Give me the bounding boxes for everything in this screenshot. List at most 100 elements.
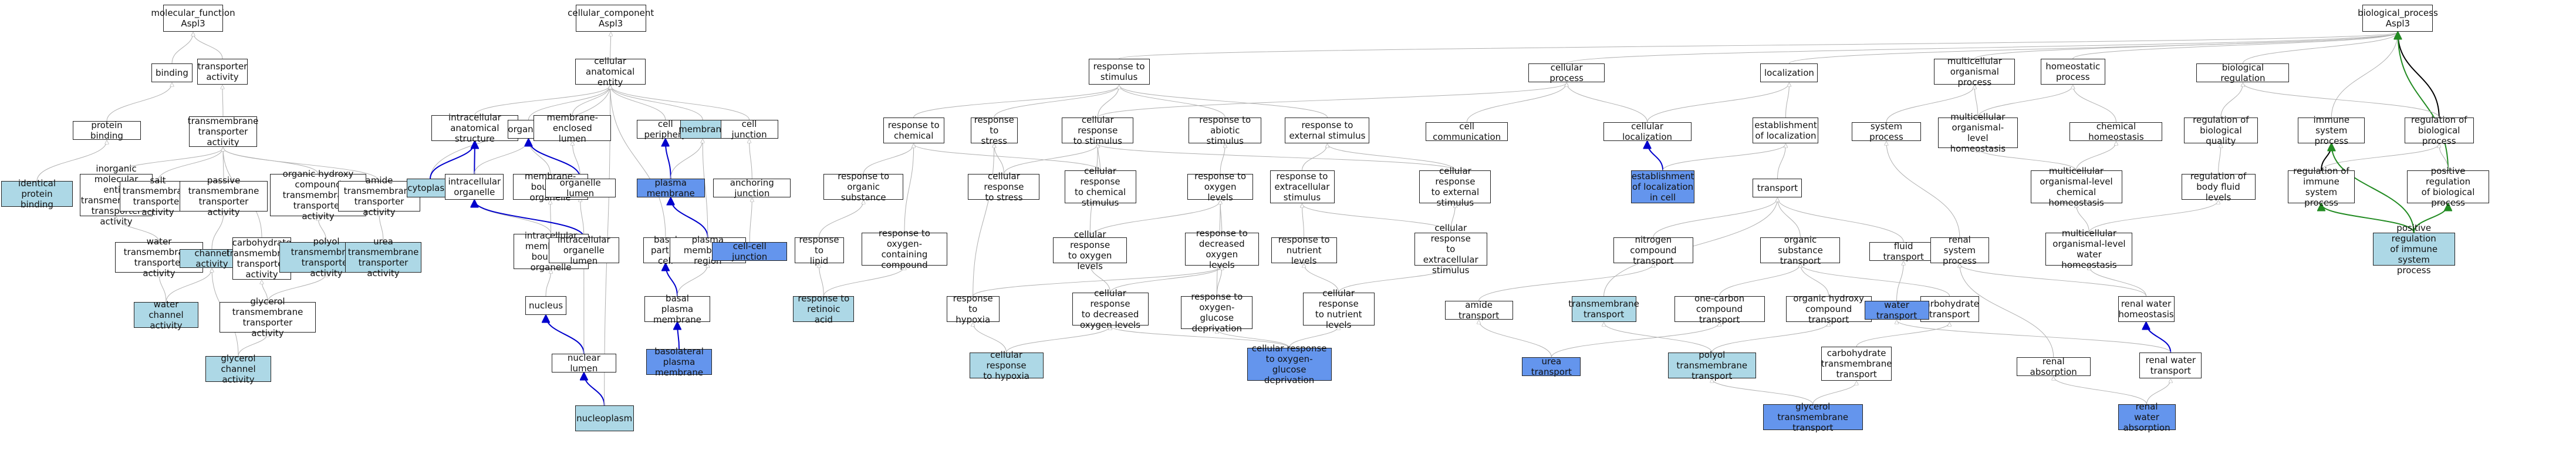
node-cell-anat[interactable]: cellular anatomical entity bbox=[575, 56, 646, 88]
node-chemical-homeostasis[interactable]: chemical homeostasis bbox=[2069, 121, 2163, 142]
node-positive-regulation-bp[interactable]: positive regulation of biological proces… bbox=[2407, 166, 2490, 208]
node-basal-pm[interactable]: basal plasma membrane bbox=[644, 293, 710, 325]
node-multicellular-process[interactable]: multicellular organismal process bbox=[1934, 56, 2015, 88]
node-multicellular-chem-homeostasis[interactable]: multicellular organismal-level chemical … bbox=[2030, 166, 2122, 208]
node-organic-substance-transport[interactable]: organic substance transport bbox=[1760, 234, 1841, 266]
node-response-stimulus[interactable]: response to stimulus bbox=[1088, 59, 1150, 85]
node-response-hypoxia[interactable]: response to hypoxia bbox=[946, 293, 1000, 325]
node-cellular-localization[interactable]: cellular localization bbox=[1603, 121, 1692, 142]
node-renal-absorption[interactable]: renal absorption bbox=[2016, 356, 2091, 377]
node-cellular-response-hypoxia[interactable]: cellular response to hypoxia bbox=[969, 350, 1044, 381]
node-cellular-response-oxygen-glucose[interactable]: cellular response to oxygen-glucose depr… bbox=[1247, 343, 1332, 385]
node-response-stress[interactable]: response to stress bbox=[970, 115, 1018, 146]
node-tm-transporter[interactable]: transmembrane transporter activity bbox=[187, 116, 259, 147]
node-response-organic[interactable]: response to organic substance bbox=[823, 171, 904, 203]
node-basolateral-pm[interactable]: basolateral plasma membrane bbox=[646, 346, 713, 378]
edge-response-retinoic-to-response-oxygen-compound bbox=[823, 266, 904, 297]
node-intracellular-organelle[interactable]: intracellular organelle bbox=[445, 174, 504, 200]
node-multicellular-homeostasis[interactable]: multicellular organismal-level homeostas… bbox=[1937, 112, 2018, 154]
node-urea-tm-activity[interactable]: urea transmembrane transporter activity bbox=[345, 236, 421, 278]
node-response-oxygen-levels[interactable]: response to oxygen levels bbox=[1187, 171, 1254, 203]
node-carbohydrate-transport[interactable]: carbohydrate transport bbox=[1920, 296, 1979, 322]
node-plasma-membrane[interactable]: plasma membrane bbox=[636, 177, 705, 199]
node-intra-organelle-lumen[interactable]: intracellular organelle lumen bbox=[548, 234, 619, 266]
node-organic-hydroxy-transport[interactable]: organic hydroxy compound transport bbox=[1785, 293, 1872, 325]
node-response-oxygen-compound[interactable]: response to oxygen-containing compound bbox=[862, 228, 947, 270]
node-cellular-response-decreased-oxygen[interactable]: cellular response to decreased oxygen le… bbox=[1072, 288, 1149, 330]
node-response-oxygen-glucose[interactable]: response to oxygen-glucose deprivation bbox=[1181, 291, 1253, 334]
node-transmembrane-transport[interactable]: transmembrane transport bbox=[1568, 296, 1639, 322]
edge-cellular-response-external-to-cellular-response-stimulus bbox=[1098, 144, 1456, 171]
node-system-process[interactable]: system process bbox=[1851, 121, 1921, 142]
node-bp-root[interactable]: biological_process Aspl3 bbox=[2358, 5, 2438, 32]
node-passive-tm[interactable]: passive transmembrane transporter activi… bbox=[180, 175, 268, 217]
node-cell-junction[interactable]: cell junction bbox=[720, 119, 778, 140]
node-identical-protein[interactable]: identical protein binding bbox=[1, 178, 73, 210]
node-membrane[interactable]: membrane bbox=[678, 120, 727, 139]
node-establishment-localization[interactable]: establishment of localization bbox=[1753, 118, 1819, 143]
node-renal-water-absorption[interactable]: renal water absorption bbox=[2118, 401, 2176, 433]
node-water-channel[interactable]: water channel activity bbox=[134, 299, 198, 331]
node-localization[interactable]: localization bbox=[1760, 63, 1818, 82]
node-renal-water-transport[interactable]: renal water transport bbox=[2139, 353, 2202, 378]
node-cellular-response-chemical[interactable]: cellular response to chemical stimulus bbox=[1064, 166, 1136, 208]
node-cc-root[interactable]: cellular_component Aspl3 bbox=[568, 5, 654, 32]
node-biological-regulation[interactable]: biological regulation bbox=[2196, 62, 2290, 83]
node-glycerol-channel[interactable]: glycerol channel activity bbox=[205, 353, 271, 385]
node-cell-communication[interactable]: cell communication bbox=[1426, 121, 1508, 142]
node-intracellular-anat[interactable]: intracellular anatomical structure bbox=[431, 112, 518, 144]
node-one-carbon-transport[interactable]: one-carbon compound transport bbox=[1674, 293, 1765, 325]
node-urea-transport[interactable]: urea transport bbox=[1522, 356, 1581, 377]
node-cellular-response-nutrient[interactable]: cellular response to nutrient levels bbox=[1302, 288, 1375, 330]
node-cellular-response-extracellular[interactable]: cellular response to extracellular stimu… bbox=[1414, 223, 1487, 276]
node-organelle-lumen[interactable]: organelle lumen bbox=[545, 177, 616, 199]
node-response-chemical[interactable]: response to chemical bbox=[883, 118, 944, 143]
node-regulation-body-fluid[interactable]: regulation of body fluid levels bbox=[2181, 171, 2256, 203]
node-transport[interactable]: transport bbox=[1753, 179, 1802, 197]
node-cell-cell-junction[interactable]: cell-cell junction bbox=[712, 241, 788, 262]
node-amide-transport[interactable]: amide transport bbox=[1444, 300, 1513, 321]
node-cell-periphery[interactable]: cell periphery bbox=[636, 119, 694, 140]
node-cellular-response-stress[interactable]: cellular response to stress bbox=[968, 171, 1040, 203]
node-regulation-immune[interactable]: regulation of immune system process bbox=[2288, 166, 2355, 208]
node-nucleoplasm[interactable]: nucleoplasm bbox=[575, 405, 634, 431]
node-response-abiotic[interactable]: response to abiotic stimulus bbox=[1189, 115, 1262, 146]
node-renal-system-process[interactable]: renal system process bbox=[1930, 234, 1989, 266]
node-binding[interactable]: binding bbox=[151, 63, 193, 82]
node-protein-binding[interactable]: protein binding bbox=[73, 120, 141, 141]
node-glycerol-tm-activity[interactable]: glycerol transmembrane transporter activ… bbox=[220, 296, 316, 338]
node-response-external[interactable]: response to external stimulus bbox=[1285, 118, 1370, 143]
node-anchoring-junction[interactable]: anchoring junction bbox=[713, 177, 791, 199]
edge-polyol-transmembrane-transport-to-organic-hydroxy-transport bbox=[1711, 323, 1829, 353]
node-multicellular-water-homeostasis[interactable]: multicellular organismal-level water hom… bbox=[2045, 228, 2133, 270]
node-homeostatic-process[interactable]: homeostatic process bbox=[2040, 59, 2105, 85]
node-cellular-response-oxygen[interactable]: cellular response to oxygen levels bbox=[1053, 229, 1127, 271]
node-cellular-response-external[interactable]: cellular response to external stimulus bbox=[1419, 166, 1491, 208]
node-response-lipid[interactable]: response to lipid bbox=[794, 234, 844, 266]
node-water-transport[interactable]: water transport bbox=[1864, 300, 1929, 321]
node-cellular-response-stimulus[interactable]: cellular response to stimulus bbox=[1062, 115, 1134, 146]
node-nucleus[interactable]: nucleus bbox=[525, 296, 567, 315]
node-regulation-quality[interactable]: regulation of biological quality bbox=[2183, 115, 2258, 146]
node-nuclear-lumen[interactable]: nuclear lumen bbox=[551, 353, 616, 374]
node-polyol-transmembrane-transport[interactable]: polyol transmembrane transport bbox=[1667, 350, 1756, 381]
node-renal-water-homeostasis[interactable]: renal water homeostasis bbox=[2118, 296, 2175, 322]
node-transporter-activity[interactable]: transporter activity bbox=[197, 59, 248, 85]
node-response-nutrient[interactable]: response to nutrient levels bbox=[1271, 234, 1337, 266]
node-establishment-localization-cell[interactable]: establishment of localization in cell bbox=[1631, 170, 1695, 203]
node-amide-tm[interactable]: amide transmembrane transporter activity bbox=[338, 175, 420, 217]
node-immune-system-process[interactable]: immune system process bbox=[2298, 115, 2365, 146]
node-mf-root[interactable]: molecular_function Aspl3 bbox=[151, 5, 235, 32]
node-membrane-enclosed-lumen[interactable]: membrane-enclosed lumen bbox=[534, 112, 612, 144]
node-glycerol-tm-transport[interactable]: glycerol transmembrane transport bbox=[1763, 401, 1863, 433]
node-fluid-transport[interactable]: fluid transport bbox=[1869, 241, 1938, 262]
node-nitrogen-transport[interactable]: nitrogen compound transport bbox=[1613, 234, 1693, 266]
node-carbohydrate-tm-transport[interactable]: carbohydrate transmembrane transport bbox=[1821, 347, 1892, 381]
node-positive-regulation-immune[interactable]: positive regulation of immune system pro… bbox=[2372, 223, 2455, 276]
node-cellular-process[interactable]: cellular process bbox=[1528, 62, 1605, 83]
node-response-retinoic[interactable]: response to retinoic acid bbox=[793, 293, 855, 325]
node-regulation-bp[interactable]: regulation of biological process bbox=[2404, 115, 2474, 146]
node-pm-region[interactable]: plasma membrane region bbox=[669, 234, 746, 266]
node-response-extracellular[interactable]: response to extracellular stimulus bbox=[1270, 170, 1335, 203]
node-response-decreased-oxygen[interactable]: response to decreased oxygen levels bbox=[1184, 228, 1259, 270]
